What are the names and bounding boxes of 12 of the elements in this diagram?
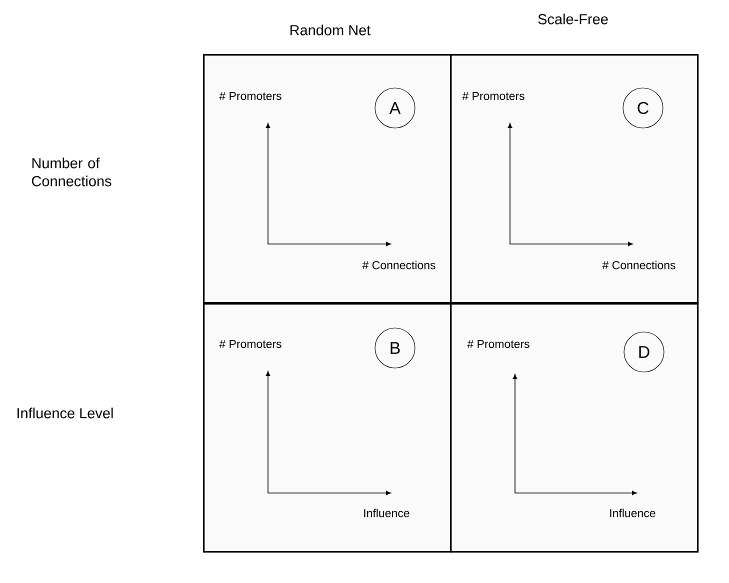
axis-label: # Promoters [219, 340, 282, 348]
axis-label: Influence [364, 508, 410, 518]
column-header: Scale-Free [538, 14, 608, 24]
column-header: Random Net [290, 24, 371, 36]
row-header: Influence Level [18, 408, 113, 418]
axis-label: # Connections [362, 260, 436, 270]
axis-label: # Connections [602, 260, 676, 270]
axis-label: # Promoters [467, 340, 530, 348]
axis-label: # Promoters [462, 92, 524, 100]
axis-label: Influence [610, 508, 656, 518]
row-header: Number of Connections [32, 158, 112, 186]
axis-label: # Promoters [219, 92, 282, 100]
